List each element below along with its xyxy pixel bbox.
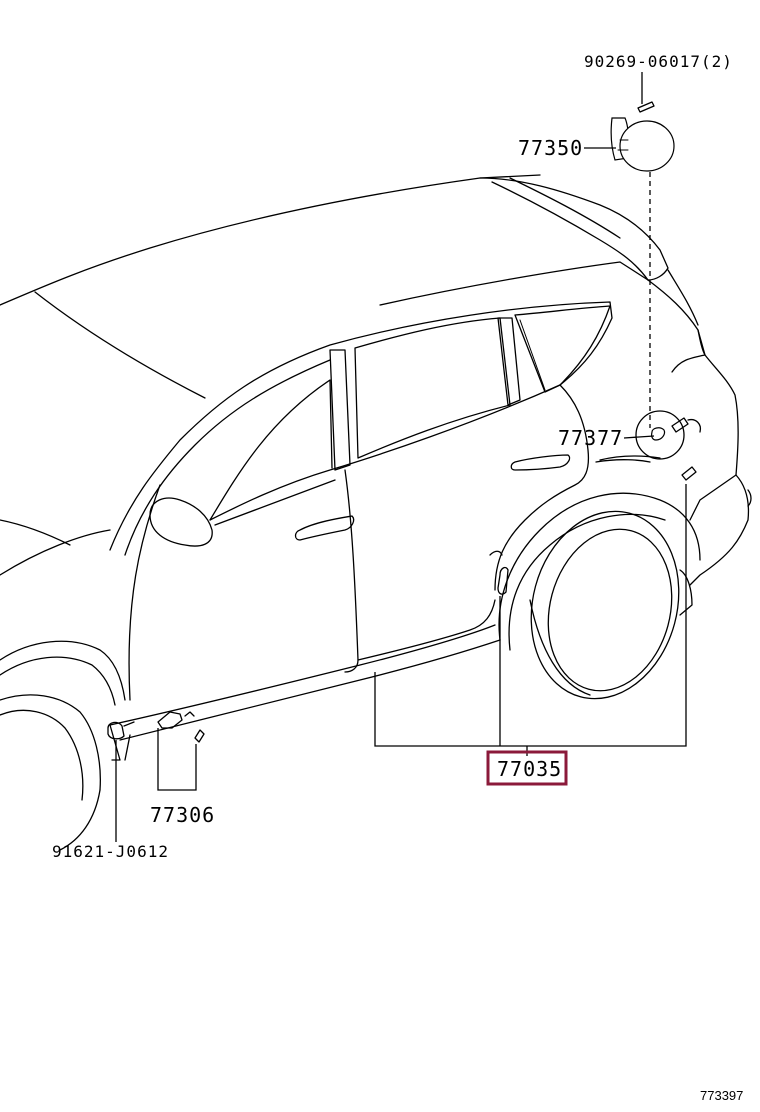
label-clip: 91621-J0612 bbox=[52, 842, 169, 861]
label-fuel-cap-lock: 77377 bbox=[558, 426, 623, 450]
label-fuel-door-screw: 90269-06017(2) bbox=[584, 52, 733, 71]
label-lid-opener-cable: 77035 bbox=[497, 757, 562, 781]
figure-code: 773397 bbox=[700, 1088, 743, 1103]
vehicle-outline bbox=[0, 174, 752, 851]
fuel-cap-lock bbox=[651, 427, 666, 441]
leader-lines bbox=[115, 72, 687, 842]
label-fuel-door: 77350 bbox=[518, 136, 583, 160]
highlight-box bbox=[486, 750, 568, 786]
screw-sketch bbox=[637, 101, 655, 113]
label-opener-lever: 77306 bbox=[150, 803, 215, 827]
part-labels: 90269-06017(2) 77350 77377 77035 77306 9… bbox=[52, 52, 743, 1103]
part-sketches bbox=[107, 101, 702, 743]
